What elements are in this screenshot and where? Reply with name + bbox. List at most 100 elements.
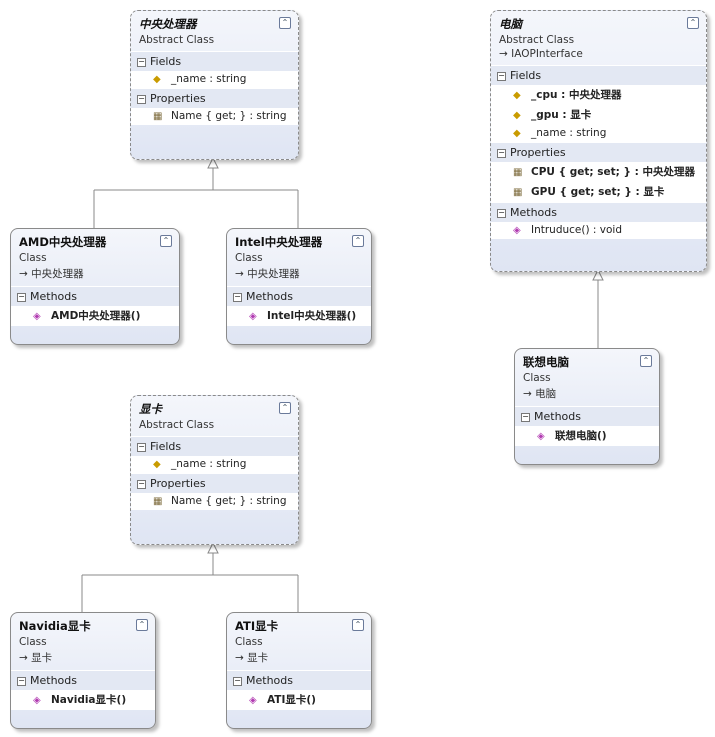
class-name: 中央处理器 [139, 17, 197, 31]
properties-section-header[interactable]: −Properties [131, 88, 298, 108]
field-icon: ◆ [153, 459, 161, 470]
field-icon: ◆ [513, 128, 521, 139]
methods-section-header[interactable]: −Methods [491, 202, 706, 222]
class-intel[interactable]: Intel中央处理器 Class → 中央处理器 ⌃ −Methods ◈Int… [226, 228, 372, 345]
class-base: → 中央处理器 [19, 268, 84, 280]
field-icon: ◆ [513, 90, 521, 101]
method-item[interactable]: ◈Navidia显卡() [11, 690, 155, 710]
methods-section-header[interactable]: −Methods [227, 670, 371, 690]
class-name: Intel中央处理器 [235, 235, 323, 249]
minus-icon[interactable]: − [137, 56, 146, 67]
methods-section-header[interactable]: −Methods [227, 286, 371, 306]
collapse-icon[interactable]: ⌃ [640, 355, 652, 367]
class-header: 显卡 Abstract Class ⌃ [131, 396, 298, 436]
class-kind: Class [19, 636, 47, 648]
method-icon: ◈ [513, 225, 521, 236]
minus-icon[interactable]: − [233, 675, 242, 686]
method-icon: ◈ [249, 695, 257, 706]
minus-icon[interactable]: − [137, 93, 146, 104]
minus-icon[interactable]: − [497, 207, 506, 218]
method-item[interactable]: ◈联想电脑() [515, 426, 659, 446]
class-base: → 显卡 [235, 652, 269, 664]
property-icon: ▦ [153, 496, 163, 507]
class-header: 电脑 Abstract Class → IAOPInterface ⌃ [491, 11, 706, 65]
collapse-icon[interactable]: ⌃ [279, 17, 291, 29]
class-name: AMD中央处理器 [19, 235, 107, 249]
method-item[interactable]: ◈Intel中央处理器() [227, 306, 371, 326]
collapse-icon[interactable]: ⌃ [136, 619, 148, 631]
class-kind: Abstract Class [139, 34, 215, 46]
method-item[interactable]: ◈ATI显卡() [227, 690, 371, 710]
fields-section-header[interactable]: −Fields [131, 51, 298, 71]
methods-section-header[interactable]: −Methods [11, 670, 155, 690]
method-item[interactable]: ◈Intruduce() : void [491, 222, 706, 239]
class-kind: Class [235, 252, 263, 264]
methods-section-header[interactable]: −Methods [11, 286, 179, 306]
property-icon: ▦ [153, 111, 163, 122]
class-name: ATI显卡 [235, 619, 279, 633]
collapse-icon[interactable]: ⌃ [352, 235, 364, 247]
property-icon: ▦ [513, 187, 523, 198]
collapse-icon[interactable]: ⌃ [352, 619, 364, 631]
class-amd[interactable]: AMD中央处理器 Class → 中央处理器 ⌃ −Methods ◈AMD中央… [10, 228, 180, 345]
minus-icon[interactable]: − [17, 291, 26, 302]
class-kind: Class [19, 252, 47, 264]
method-item[interactable]: ◈AMD中央处理器() [11, 306, 179, 326]
class-name: 显卡 [139, 402, 162, 416]
field-item[interactable]: ◆_name : string [131, 456, 298, 473]
property-icon: ▦ [513, 167, 523, 178]
minus-icon[interactable]: − [17, 675, 26, 686]
class-header: 中央处理器 Abstract Class ⌃ [131, 11, 298, 51]
class-nvidia[interactable]: Navidia显卡 Class → 显卡 ⌃ −Methods ◈Navidia… [10, 612, 156, 729]
class-kind: Class [523, 372, 551, 384]
method-icon: ◈ [33, 695, 41, 706]
property-item[interactable]: ▦GPU { get; set; } : 显卡 [491, 182, 706, 202]
property-item[interactable]: ▦Name { get; } : string [131, 493, 298, 510]
class-kind: Abstract Class [139, 419, 215, 431]
methods-section-header[interactable]: −Methods [515, 406, 659, 426]
class-header: Intel中央处理器 Class → 中央处理器 ⌃ [227, 229, 371, 286]
field-item[interactable]: ◆_name : string [491, 125, 706, 142]
class-header: Navidia显卡 Class → 显卡 ⌃ [11, 613, 155, 670]
class-lenovo[interactable]: 联想电脑 Class → 电脑 ⌃ −Methods ◈联想电脑() [514, 348, 660, 465]
fields-section-header[interactable]: −Fields [491, 65, 706, 85]
field-item[interactable]: ◆_gpu : 显卡 [491, 105, 706, 125]
minus-icon[interactable]: − [233, 291, 242, 302]
class-base: → IAOPInterface [499, 48, 583, 60]
class-name: Navidia显卡 [19, 619, 91, 633]
fields-section-header[interactable]: −Fields [131, 436, 298, 456]
class-header: AMD中央处理器 Class → 中央处理器 ⌃ [11, 229, 179, 286]
class-name: 电脑 [499, 17, 522, 31]
minus-icon[interactable]: − [137, 441, 146, 452]
method-icon: ◈ [537, 431, 545, 442]
class-base: → 显卡 [19, 652, 53, 664]
method-icon: ◈ [33, 311, 41, 322]
class-header: ATI显卡 Class → 显卡 ⌃ [227, 613, 371, 670]
class-ati[interactable]: ATI显卡 Class → 显卡 ⌃ −Methods ◈ATI显卡() [226, 612, 372, 729]
class-base: → 电脑 [523, 388, 557, 400]
collapse-icon[interactable]: ⌃ [160, 235, 172, 247]
minus-icon[interactable]: − [497, 70, 506, 81]
field-icon: ◆ [153, 74, 161, 85]
class-computer[interactable]: 电脑 Abstract Class → IAOPInterface ⌃ −Fie… [490, 10, 707, 272]
class-gpu[interactable]: 显卡 Abstract Class ⌃ −Fields ◆_name : str… [130, 395, 299, 545]
minus-icon[interactable]: − [497, 147, 506, 158]
property-item[interactable]: ▦CPU { get; set; } : 中央处理器 [491, 162, 706, 182]
class-kind: Abstract Class [499, 34, 575, 46]
field-item[interactable]: ◆_name : string [131, 71, 298, 88]
class-name: 联想电脑 [523, 355, 569, 369]
property-item[interactable]: ▦Name { get; } : string [131, 108, 298, 125]
properties-section-header[interactable]: −Properties [491, 142, 706, 162]
field-item[interactable]: ◆_cpu : 中央处理器 [491, 85, 706, 105]
class-base: → 中央处理器 [235, 268, 300, 280]
collapse-icon[interactable]: ⌃ [687, 17, 699, 29]
class-kind: Class [235, 636, 263, 648]
collapse-icon[interactable]: ⌃ [279, 402, 291, 414]
class-cpu[interactable]: 中央处理器 Abstract Class ⌃ −Fields ◆_name : … [130, 10, 299, 160]
class-header: 联想电脑 Class → 电脑 ⌃ [515, 349, 659, 406]
minus-icon[interactable]: − [137, 478, 146, 489]
properties-section-header[interactable]: −Properties [131, 473, 298, 493]
field-icon: ◆ [513, 110, 521, 121]
minus-icon[interactable]: − [521, 411, 530, 422]
